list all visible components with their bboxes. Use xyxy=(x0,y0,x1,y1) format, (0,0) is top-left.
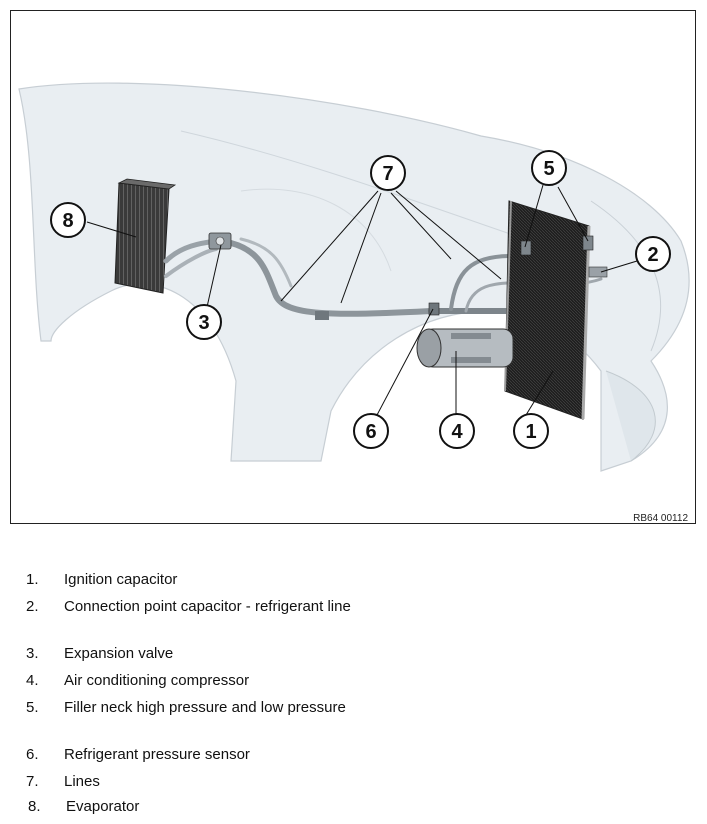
callouts: 8 3 7 5 2 6 4 xyxy=(50,150,671,449)
callout-2: 2 xyxy=(635,236,671,272)
legend-text: Air conditioning compressor xyxy=(64,672,250,689)
callout-4: 4 xyxy=(439,413,475,449)
evaporator xyxy=(114,178,177,294)
legend-text: Lines xyxy=(64,773,100,790)
legend-number: 5. xyxy=(26,699,39,716)
legend-number: 2. xyxy=(26,598,39,615)
legend-text: Filler neck high pressure and low pressu… xyxy=(64,699,346,716)
reference-code: RB64 00112 xyxy=(633,513,688,524)
line-evaporator-return xyxy=(164,247,218,278)
inner-fender-line xyxy=(240,188,392,272)
callout-8: 8 xyxy=(50,202,86,238)
hood-crease xyxy=(180,130,532,242)
callout-6-label: 6 xyxy=(365,421,376,443)
legend-text: Refrigerant pressure sensor xyxy=(64,746,250,763)
callout-5: 5 xyxy=(531,150,567,186)
callout-5-label: 5 xyxy=(543,158,554,180)
legend-number: 6. xyxy=(26,746,39,763)
legend-text: Expansion valve xyxy=(64,645,174,662)
leader-5a xyxy=(524,184,544,248)
leader-8 xyxy=(86,221,137,238)
legend-number: 7. xyxy=(26,773,39,790)
callout-8-label: 8 xyxy=(62,210,73,232)
legend-number: 1. xyxy=(26,571,39,588)
callout-1-label: 1 xyxy=(525,421,536,443)
callout-3: 3 xyxy=(186,304,222,340)
callout-6: 6 xyxy=(353,413,389,449)
compressor xyxy=(416,328,514,368)
leader-6 xyxy=(376,308,434,416)
leader-7c xyxy=(390,192,452,260)
leader-lines xyxy=(86,184,638,416)
pressure-sensor xyxy=(428,302,440,316)
callout-2-label: 2 xyxy=(647,244,658,266)
leader-2 xyxy=(600,260,638,273)
leader-5b xyxy=(557,186,589,242)
legend-number: 4. xyxy=(26,672,39,689)
filler-necks xyxy=(520,235,594,256)
condenser xyxy=(504,200,591,420)
car-body-outline xyxy=(18,82,690,472)
diagram-svg: 8 3 7 5 2 6 4 xyxy=(18,82,690,524)
diagram-figure: 8 3 7 5 2 6 4 xyxy=(10,10,696,524)
callout-1: 1 xyxy=(513,413,549,449)
callout-4-label: 4 xyxy=(451,421,463,443)
leader-7d xyxy=(395,190,502,280)
connection-point xyxy=(588,266,608,278)
legend-number: 3. xyxy=(26,645,39,662)
lower-bumper xyxy=(605,370,656,462)
line-coupling xyxy=(315,311,329,320)
callout-3-label: 3 xyxy=(198,312,209,334)
leader-1 xyxy=(525,370,554,416)
legend-text: Connection point capacitor - refrigerant… xyxy=(64,598,351,615)
leader-7b xyxy=(340,192,382,304)
leader-7a xyxy=(280,190,379,302)
legend-text: Ignition capacitor xyxy=(64,571,178,588)
leader-3 xyxy=(206,244,222,308)
callout-7-label: 7 xyxy=(382,163,393,185)
expansion-valve xyxy=(208,232,232,250)
legend-text: Evaporator xyxy=(66,798,140,815)
line-suction-main xyxy=(228,240,434,317)
legend-number: 8. xyxy=(28,798,41,815)
callout-7: 7 xyxy=(370,155,406,191)
line-liquid xyxy=(239,237,293,288)
